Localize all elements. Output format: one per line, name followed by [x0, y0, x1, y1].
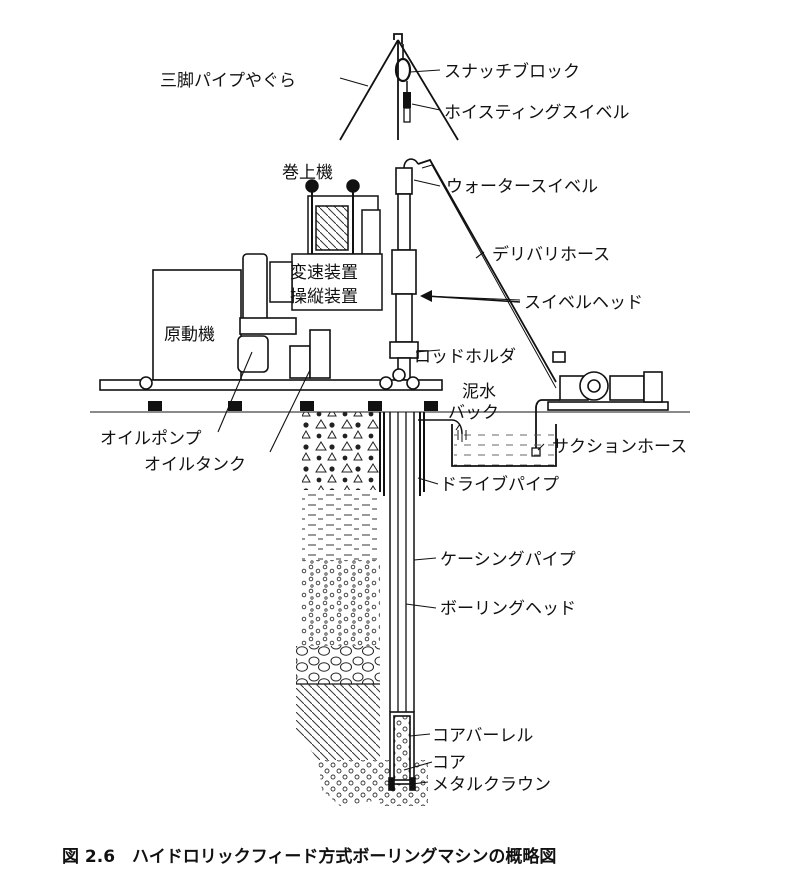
- snatch-block: [394, 44, 412, 83]
- mud-pump-unit: [547, 351, 669, 411]
- leader-lines: [217, 69, 545, 785]
- label-core: コア: [432, 753, 466, 773]
- label-gear-change: 変速装置: [290, 263, 358, 283]
- borehole-pipes: [379, 412, 425, 712]
- label-winch: 巻上機: [282, 163, 333, 183]
- label-oil-tank: オイルタンク: [144, 455, 246, 475]
- label-casing-pipe: ケーシングパイプ: [440, 550, 576, 570]
- label-oil-pump: オイルポンプ: [100, 429, 202, 449]
- delivery-hose: [417, 158, 557, 383]
- label-metal-crown: メタルクラウン: [432, 775, 551, 795]
- label-core-barrel: コアバーレル: [432, 726, 533, 746]
- drill-rod-column: [389, 193, 419, 381]
- suction-hose: [535, 399, 560, 452]
- label-mud-2: バック: [448, 403, 499, 423]
- label-delivery-hose: デリバリホース: [492, 244, 610, 265]
- label-snatch-block: スナッチブロック: [444, 61, 580, 82]
- water-swivel: [395, 158, 419, 195]
- tripod-derrick: [339, 33, 459, 141]
- core-barrel: [388, 711, 416, 791]
- figure-caption: 図 2.6 ハイドロリックフィード方式ボーリングマシンの概略図: [62, 846, 556, 867]
- soil-strata: [296, 412, 428, 806]
- machine-base: [99, 368, 443, 411]
- label-control-unit: 操縦装置: [290, 287, 358, 307]
- label-prime-mover: 原動機: [164, 325, 215, 345]
- label-drive-pipe: ドライブパイプ: [440, 474, 559, 495]
- prime-mover: [152, 253, 331, 381]
- label-tripod: 三脚パイプやぐら: [160, 71, 296, 91]
- mud-tank: [418, 419, 557, 467]
- label-hoisting-swivel: ホイスティングスイベル: [444, 103, 629, 123]
- transmission-housing: [269, 253, 383, 311]
- label-suction-hose: サクションホース: [552, 437, 687, 457]
- label-water-swivel: ウォータースイベル: [446, 177, 598, 197]
- label-rod-holder: ロッドホルダ: [414, 347, 516, 367]
- label-swivel-head: スイベルヘッド: [524, 293, 643, 313]
- swivel-head-arrow: [425, 295, 521, 303]
- label-boring-head: ボーリングヘッド: [440, 599, 576, 619]
- label-mud-1: 泥水: [462, 382, 496, 402]
- hoisting-swivel: [403, 81, 411, 123]
- winch: [305, 179, 381, 255]
